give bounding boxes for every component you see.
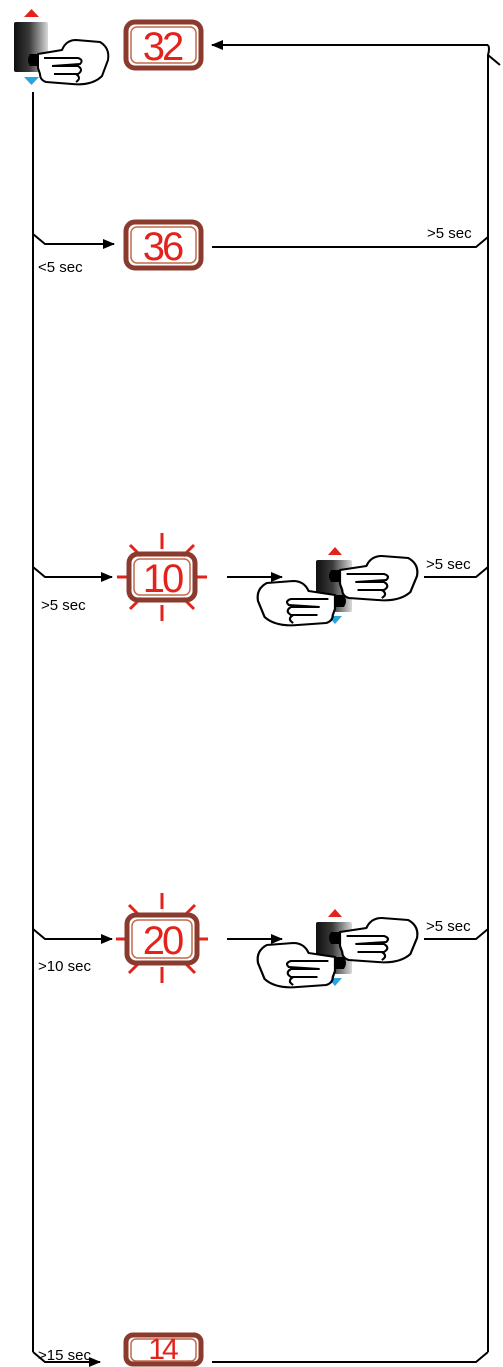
return-line-2 bbox=[424, 566, 489, 578]
adjust-button-1[interactable] bbox=[256, 547, 419, 627]
label-return-3: >5 sec bbox=[426, 918, 471, 935]
branch-press-15 bbox=[32, 1351, 101, 1367]
display-start-value: 32 bbox=[143, 25, 183, 69]
return-line-1 bbox=[212, 236, 489, 248]
arrow-down-icon bbox=[24, 77, 39, 85]
display-press-10: 20 bbox=[124, 912, 200, 966]
return-corner-top bbox=[486, 44, 501, 66]
display-press-5: 10 bbox=[126, 551, 198, 603]
branch-short-press bbox=[32, 233, 115, 249]
branch-press-10 bbox=[32, 928, 113, 944]
branch-press-5 bbox=[32, 566, 113, 582]
return-line-4 bbox=[212, 1351, 489, 1363]
display-press-10-value: 20 bbox=[143, 919, 183, 963]
display-press-5-value: 10 bbox=[143, 557, 183, 601]
label-return-2: >5 sec bbox=[426, 556, 471, 573]
arrow-up-icon bbox=[328, 909, 342, 917]
label-return-1: >5 sec bbox=[427, 225, 472, 242]
display-start: 32 bbox=[123, 19, 204, 71]
label-press-5: >5 sec bbox=[41, 597, 86, 614]
arrow-up-icon bbox=[328, 547, 342, 555]
display-short-press-value: 36 bbox=[143, 225, 183, 269]
arrow-up-icon bbox=[24, 9, 39, 17]
display-short-press: 36 bbox=[123, 219, 204, 271]
display-press-15: 14 bbox=[123, 1332, 204, 1367]
display-press-15-value: 14 bbox=[148, 1333, 178, 1366]
label-short-press: <5 sec bbox=[38, 259, 83, 276]
start-button[interactable] bbox=[14, 9, 110, 86]
label-press-10: >10 sec bbox=[38, 958, 91, 975]
label-press-15: >15 sec bbox=[38, 1347, 91, 1364]
return-line-3 bbox=[424, 928, 489, 940]
adjust-button-2[interactable] bbox=[256, 909, 419, 989]
